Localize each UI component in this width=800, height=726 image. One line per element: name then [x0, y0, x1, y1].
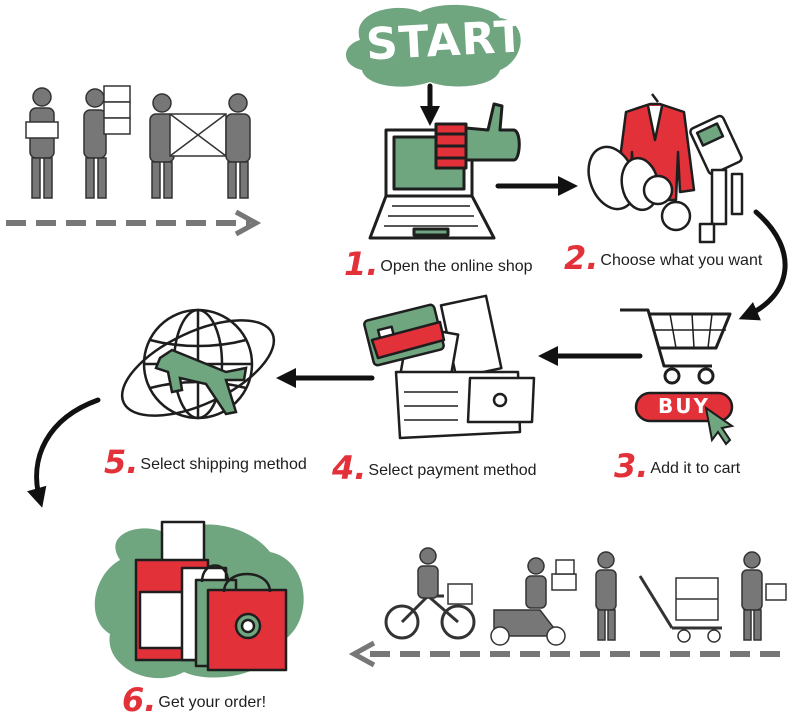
arrow-step5-to-step6-icon: [27, 397, 101, 508]
step-1-number: 1.: [344, 245, 379, 283]
step-5-label: 5.Select shipping method: [104, 446, 307, 478]
step-3-text: Add it to cart: [650, 460, 741, 477]
step-1-label: 1.Open the online shop: [344, 248, 533, 280]
step-3-number: 3.: [614, 447, 649, 485]
buy-label: BUY: [658, 394, 710, 418]
shopping-cart-icon: [620, 308, 732, 385]
step-4-label: 4.Select payment method: [332, 452, 537, 484]
dashed-road-top-icon: [6, 209, 262, 237]
step-1-text: Open the online shop: [380, 258, 533, 275]
wallet-card-icon: [363, 294, 536, 440]
step-2-number: 2.: [564, 239, 599, 277]
step-6-text: Get your order!: [158, 694, 267, 711]
dashed-road-bottom-icon: [348, 640, 790, 668]
start-label: START: [364, 11, 527, 71]
step-4-text: Select payment method: [368, 462, 537, 479]
step-6-label: 6.Get your order!: [122, 684, 266, 716]
arrow-step2-to-step3-icon: [738, 209, 788, 321]
buy-button-icon: [634, 391, 735, 446]
delivery-vehicles-icon: [384, 547, 787, 646]
globe-plane-icon: [120, 308, 276, 420]
step-5-number: 5.: [104, 443, 139, 481]
step-5-text: Select shipping method: [140, 456, 307, 473]
step-4-number: 4.: [332, 449, 367, 487]
shopping-bags-icon: [134, 520, 288, 672]
clothing-products-icon: [587, 93, 744, 244]
start-blob: [346, 4, 521, 87]
workers-carrying-boxes-icon: [25, 85, 251, 199]
step-2-text: Choose what you want: [600, 252, 763, 269]
step-2-label: 2.Choose what you want: [564, 242, 762, 274]
step-3-label: 3.Add it to cart: [614, 450, 740, 482]
step-6-number: 6.: [122, 681, 157, 719]
laptop-thumbs-up-icon: [368, 102, 521, 240]
